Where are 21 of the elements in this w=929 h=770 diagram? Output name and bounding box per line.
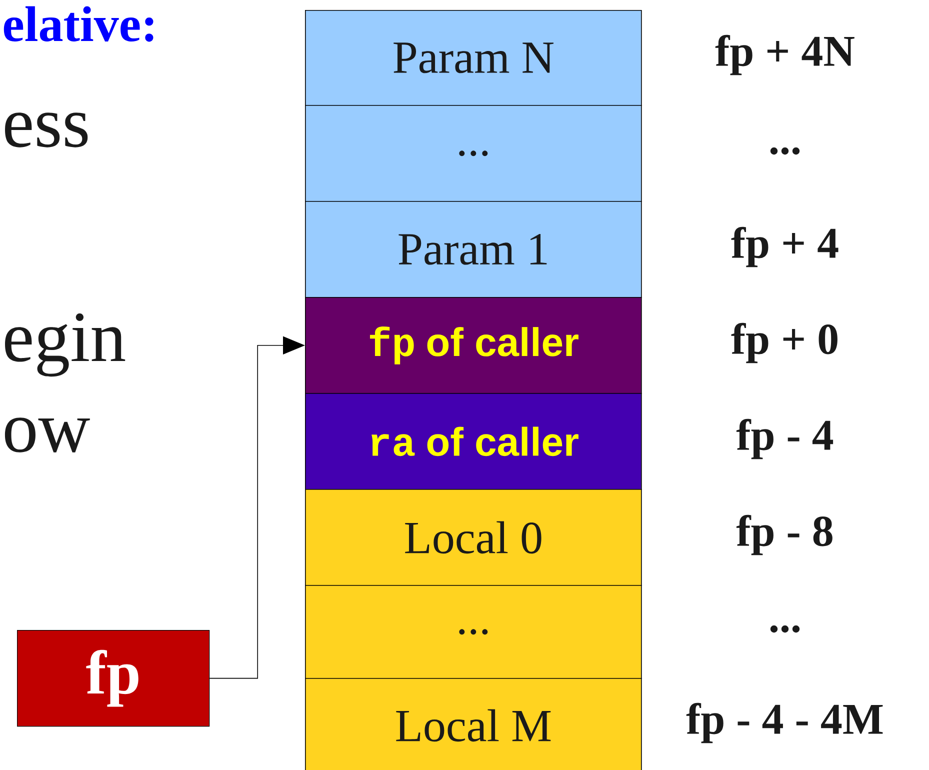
offset-label: fp + 0 — [731, 322, 838, 364]
stack-cell: Local M — [305, 678, 642, 770]
heading-fragment: elative: — [4, 6, 154, 42]
offset-label: fp - 8 — [736, 514, 832, 556]
offset-label: fp - 4 — [736, 418, 834, 460]
stack-cell: Param N — [305, 10, 642, 106]
text-fragment: ess — [5, 112, 88, 148]
text-fragment: egin — [5, 313, 126, 377]
register-box: fp — [17, 630, 210, 727]
offset-label: ... — [770, 147, 800, 155]
stack-cell: ra of caller — [305, 393, 642, 490]
offset-label: ... — [770, 625, 800, 633]
stack-cell: Param 1 — [305, 201, 642, 298]
offset-label: fp - 4 - 4M — [686, 702, 883, 744]
text-fragment: ow — [4, 418, 90, 452]
stack-cell: ... — [305, 105, 642, 202]
offset-label: fp + 4N — [715, 34, 854, 76]
stack-cell: ... — [305, 585, 642, 679]
offset-label: fp + 4 — [731, 226, 838, 268]
stack-cell: fp of caller — [305, 297, 642, 394]
stack-cell: Local 0 — [305, 489, 642, 586]
